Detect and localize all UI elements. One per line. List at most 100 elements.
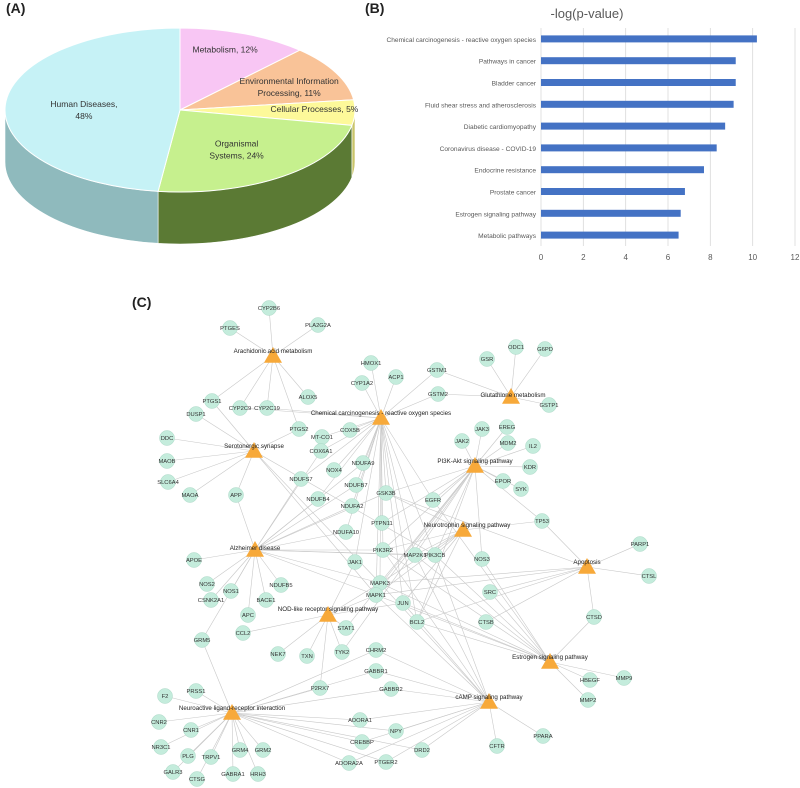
gene-label-dusp1: DUSP1 [186, 412, 205, 418]
gene-label-cox5b: COX5B [340, 428, 360, 434]
edge-156 [231, 712, 259, 775]
edge-92 [210, 549, 256, 601]
gene-node-ndufb7 [348, 477, 364, 493]
edge-105 [541, 520, 588, 568]
pie-slice-0 [179, 27, 301, 111]
pathway-label-7: Apoptosis [573, 559, 600, 566]
gene-label-p2rx7: P2RX7 [311, 686, 329, 692]
edge-103 [254, 484, 357, 551]
gene-node-ctsb [478, 614, 494, 630]
panel-label-a: (A) [6, 0, 26, 16]
x-tick-label-3: 6 [666, 253, 671, 262]
gene-label-slc6a4: SLC6A4 [157, 480, 179, 486]
gene-label-gsr: GSR [481, 357, 494, 363]
gene-label-bcl2: BCL2 [410, 620, 425, 626]
y-tick-label-0: Chemical carcinogenesis - reactive oxyge… [386, 37, 536, 44]
gene-label-jak2: JAK2 [455, 439, 469, 445]
edge-178 [385, 701, 490, 763]
pathway-label-9: Estrogen signaling pathway [512, 654, 589, 661]
gene-node-cnr1 [183, 722, 199, 738]
gene-label-maoa: MAOA [181, 493, 198, 499]
pie-label-0: Metabolism, 12% [192, 45, 258, 55]
bar-7 [541, 188, 685, 195]
gene-node-acp1 [388, 369, 404, 385]
gene-node-crebbp [354, 734, 370, 750]
edge-44 [253, 428, 300, 452]
edge-115 [327, 561, 356, 616]
edge-89 [193, 549, 256, 561]
y-tick-label-6: Endocrine resistance [474, 168, 536, 175]
gene-label-mapk1: MAPK1 [366, 593, 386, 599]
gene-label-cftr: CFTR [489, 744, 504, 750]
gene-node-kdr [522, 459, 538, 475]
pathway-node-7 [578, 558, 596, 574]
gene-label-cyp2c9: CYP2C9 [229, 406, 252, 412]
edge-111 [379, 566, 588, 584]
gene-label-ndufa2: NDUFA2 [341, 504, 364, 510]
gene-label-ctsb: CTSB [478, 620, 494, 626]
edge-95 [247, 549, 256, 616]
pathway-node-0 [264, 347, 282, 363]
gene-label-grm5: GRM5 [194, 638, 211, 644]
bar-6 [541, 166, 704, 174]
bar-chart-title: -log(p-value) [551, 6, 624, 21]
edge-65 [382, 465, 476, 551]
edge-150 [210, 712, 233, 758]
gene-node-adora2a [341, 755, 357, 771]
gene-node-npy [388, 723, 404, 739]
gene-label-ndufb4: NDUFB4 [306, 497, 330, 503]
pie-label-4: Human Diseases,48% [50, 99, 117, 121]
gene-node-ptger2 [378, 754, 394, 770]
edge-47 [167, 450, 255, 483]
edge-114 [489, 566, 588, 593]
edge-46 [166, 450, 255, 462]
gene-label-ndufa10: NDUFA10 [333, 530, 359, 536]
edge-99 [254, 549, 381, 584]
gene-label-alox5: ALOX5 [299, 395, 318, 401]
edge-42 [211, 400, 255, 452]
gene-label-ndufa9: NDUFA9 [352, 461, 375, 467]
gene-node-dusp1 [188, 406, 204, 422]
gene-label-acp1: ACP1 [388, 375, 403, 381]
gene-node-nos1 [223, 583, 239, 599]
bar-8 [541, 209, 681, 217]
edge-174 [421, 701, 490, 751]
pathway-node-5 [454, 521, 472, 537]
edge-33 [375, 417, 382, 596]
edge-6 [272, 355, 309, 398]
edge-35 [380, 417, 418, 623]
gene-label-il2: IL2 [529, 444, 537, 450]
gene-node-jun [395, 595, 411, 611]
gene-label-chrm2: CHRM2 [366, 648, 387, 654]
edge-104 [254, 505, 353, 551]
gene-label-grm4: GRM4 [232, 748, 250, 754]
gene-node-cyp2c9 [232, 400, 248, 416]
gene-node-gsr [479, 351, 495, 367]
gene-node-map2k1 [407, 547, 423, 563]
network-edges [158, 307, 650, 780]
gene-node-ctsl [641, 568, 657, 584]
edge-168 [375, 649, 490, 703]
gene-label-nr3c1: NR3C1 [151, 745, 170, 751]
x-tick-label-2: 4 [623, 253, 628, 262]
edge-21 [355, 417, 382, 486]
gene-node-epor [495, 473, 511, 489]
gene-label-ptpn11: PTPN11 [371, 521, 392, 527]
gene-label-adora1: ADORA1 [348, 718, 372, 724]
gene-node-ptges [222, 320, 238, 336]
gene-label-nox4: NOX4 [326, 468, 343, 474]
edge-142 [231, 687, 321, 714]
gene-label-ndufs7: NDUFS7 [289, 477, 312, 483]
gene-node-gabra1 [225, 766, 241, 782]
edge-88 [254, 531, 347, 551]
edge-167 [375, 594, 490, 703]
gene-node-ndufb5 [273, 577, 289, 593]
gene-node-ndufs7 [293, 471, 309, 487]
bars: Chemical carcinogenesis - reactive oxyge… [386, 35, 757, 240]
gene-node-app [228, 487, 244, 503]
gene-label-tp53: TP53 [535, 519, 549, 525]
edge-169 [375, 670, 490, 703]
gene-label-mapk3: MAPK3 [370, 581, 390, 587]
pathway-node-11 [480, 693, 498, 709]
